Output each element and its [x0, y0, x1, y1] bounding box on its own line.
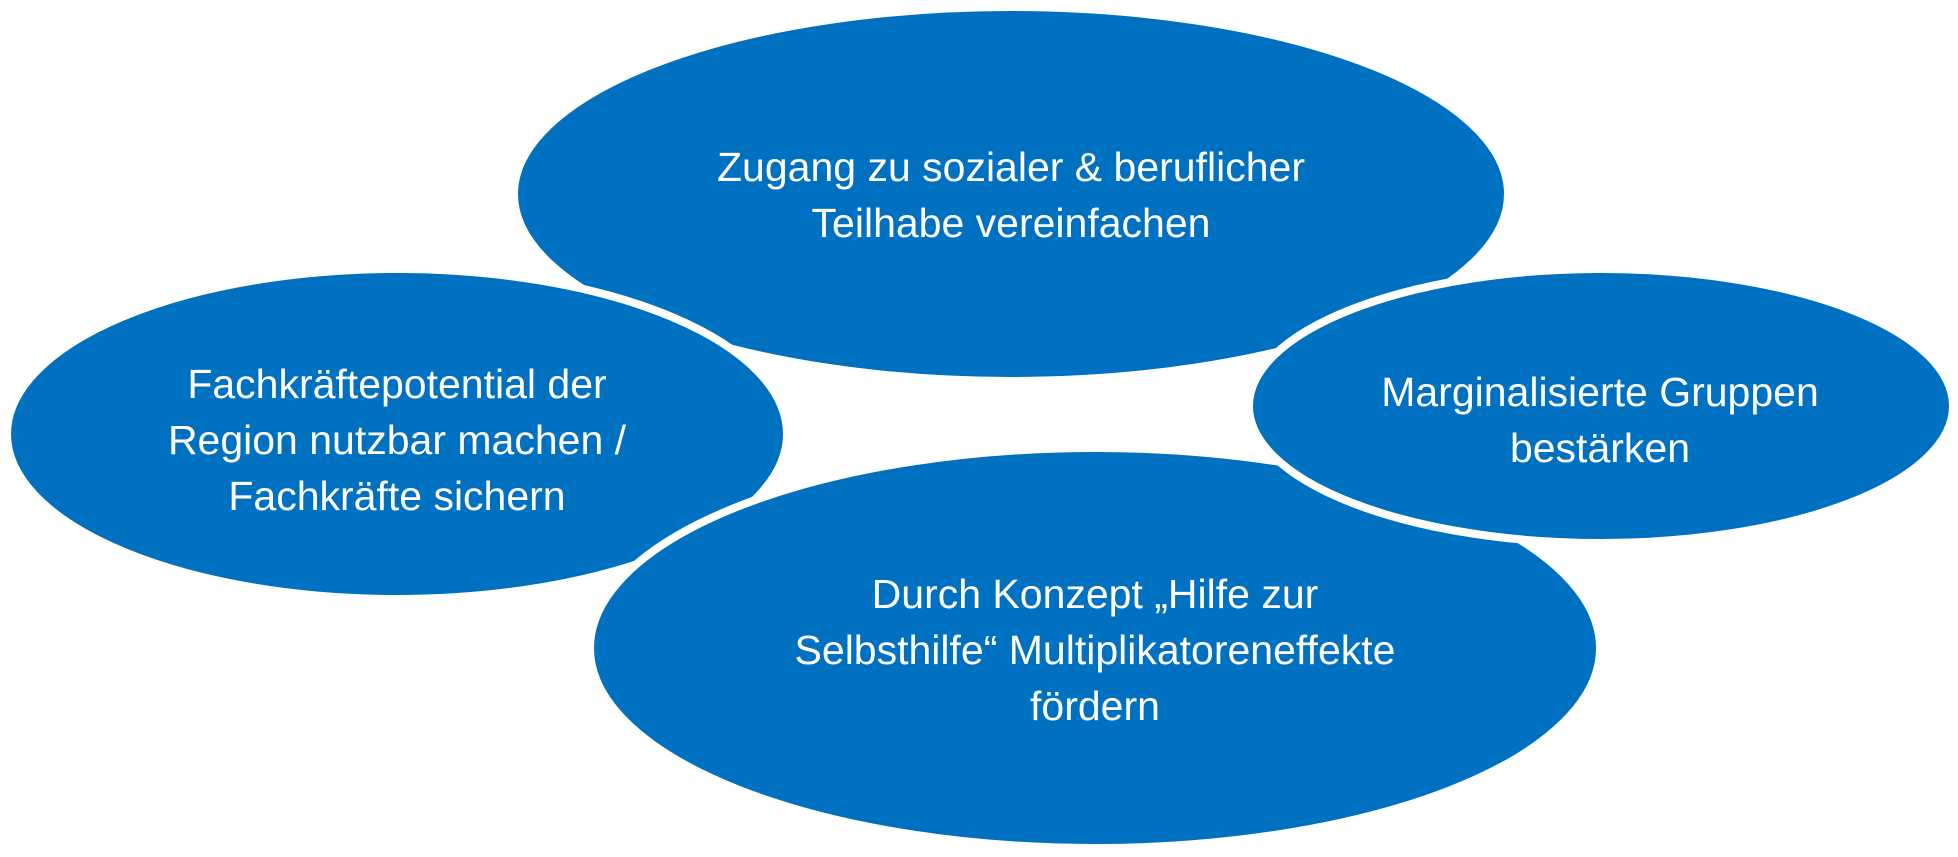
node-label-right: Marginalisierte Gruppen bestärken	[1381, 369, 1819, 471]
ellipse-bottom	[586, 444, 1604, 852]
ellipse-right	[1245, 265, 1957, 547]
ellipse-left	[3, 265, 791, 603]
node-label-left: Fachkräftepotential der Region nutzbar m…	[167, 361, 627, 519]
node-label-bottom: Durch Konzept „Hilfe zur Selbsthilfe“ Mu…	[794, 571, 1396, 729]
node-label-top: Zugang zu sozialer & beruflicher Teilhab…	[717, 144, 1305, 246]
ellipse-top	[510, 3, 1512, 385]
